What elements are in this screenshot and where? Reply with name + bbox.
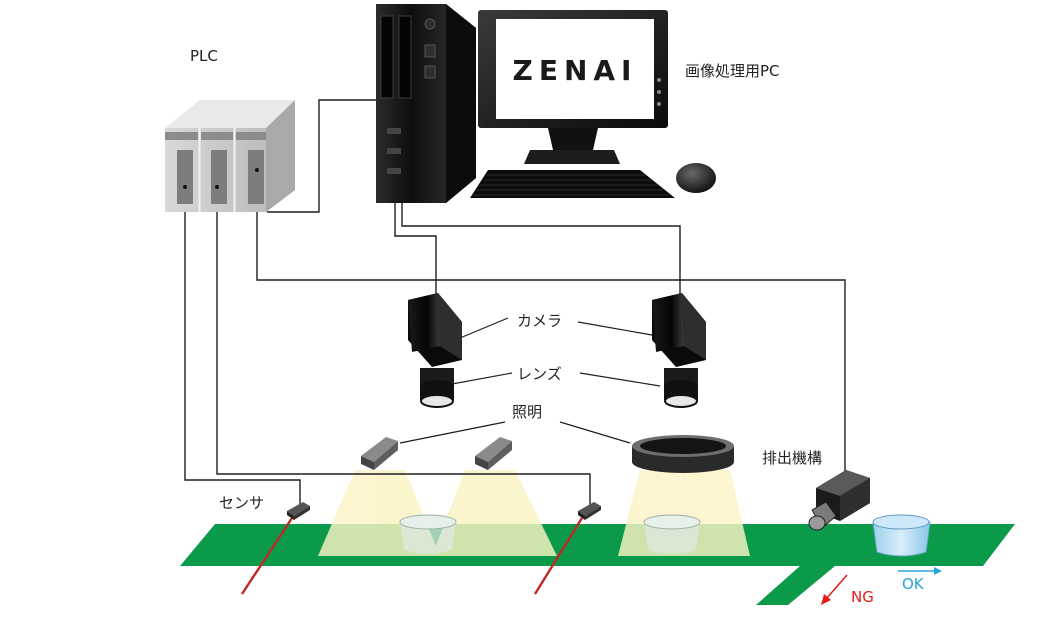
mouse: [676, 163, 716, 193]
label-ok: OK: [902, 575, 925, 593]
bar-light-1: [361, 437, 398, 470]
label-plc: PLC: [190, 47, 218, 65]
monitor-logo: ZENAI: [513, 54, 638, 87]
wire-plc-sensor2: [216, 187, 591, 505]
conveyor-branch: [756, 566, 835, 605]
label-pc: 画像処理用PC: [685, 62, 780, 80]
wire-plc-sensor1: [184, 187, 301, 505]
label-lens: レンズ: [517, 365, 562, 383]
beam-left-2: [432, 470, 557, 556]
ejector: [808, 470, 870, 531]
keyboard: [470, 170, 675, 198]
wire-pc-camera2: [401, 203, 681, 300]
cup-ok: [872, 514, 931, 557]
ok-arrow: [898, 567, 942, 575]
workpieces: [399, 514, 931, 557]
wire-pc-camera1: [394, 203, 437, 300]
wiring: [184, 99, 846, 505]
sensor-beams: [240, 517, 584, 595]
wire-plc-ejector: [256, 170, 846, 475]
monitor-screen: [496, 19, 654, 119]
wire-plc-pc: [267, 99, 378, 213]
bar-light-2: [475, 437, 512, 470]
cup-1: [399, 514, 457, 554]
plc-unit: [165, 100, 295, 212]
sensor-2: [578, 502, 601, 520]
sensor-1: [287, 502, 310, 520]
label-sensor: センサ: [219, 494, 264, 512]
label-light: 照明: [512, 403, 542, 421]
ng-arrow: [821, 574, 848, 605]
label-ejector: 排出機構: [762, 449, 822, 467]
monitor: [478, 10, 668, 164]
leader-lines: [399, 317, 661, 444]
camera-2: [652, 293, 706, 408]
camera-1: [408, 293, 462, 408]
label-ng: NG: [851, 588, 874, 606]
cup-2: [643, 514, 701, 554]
pc-tower: [376, 4, 476, 203]
ring-light: [632, 435, 734, 473]
label-camera: カメラ: [517, 312, 562, 330]
